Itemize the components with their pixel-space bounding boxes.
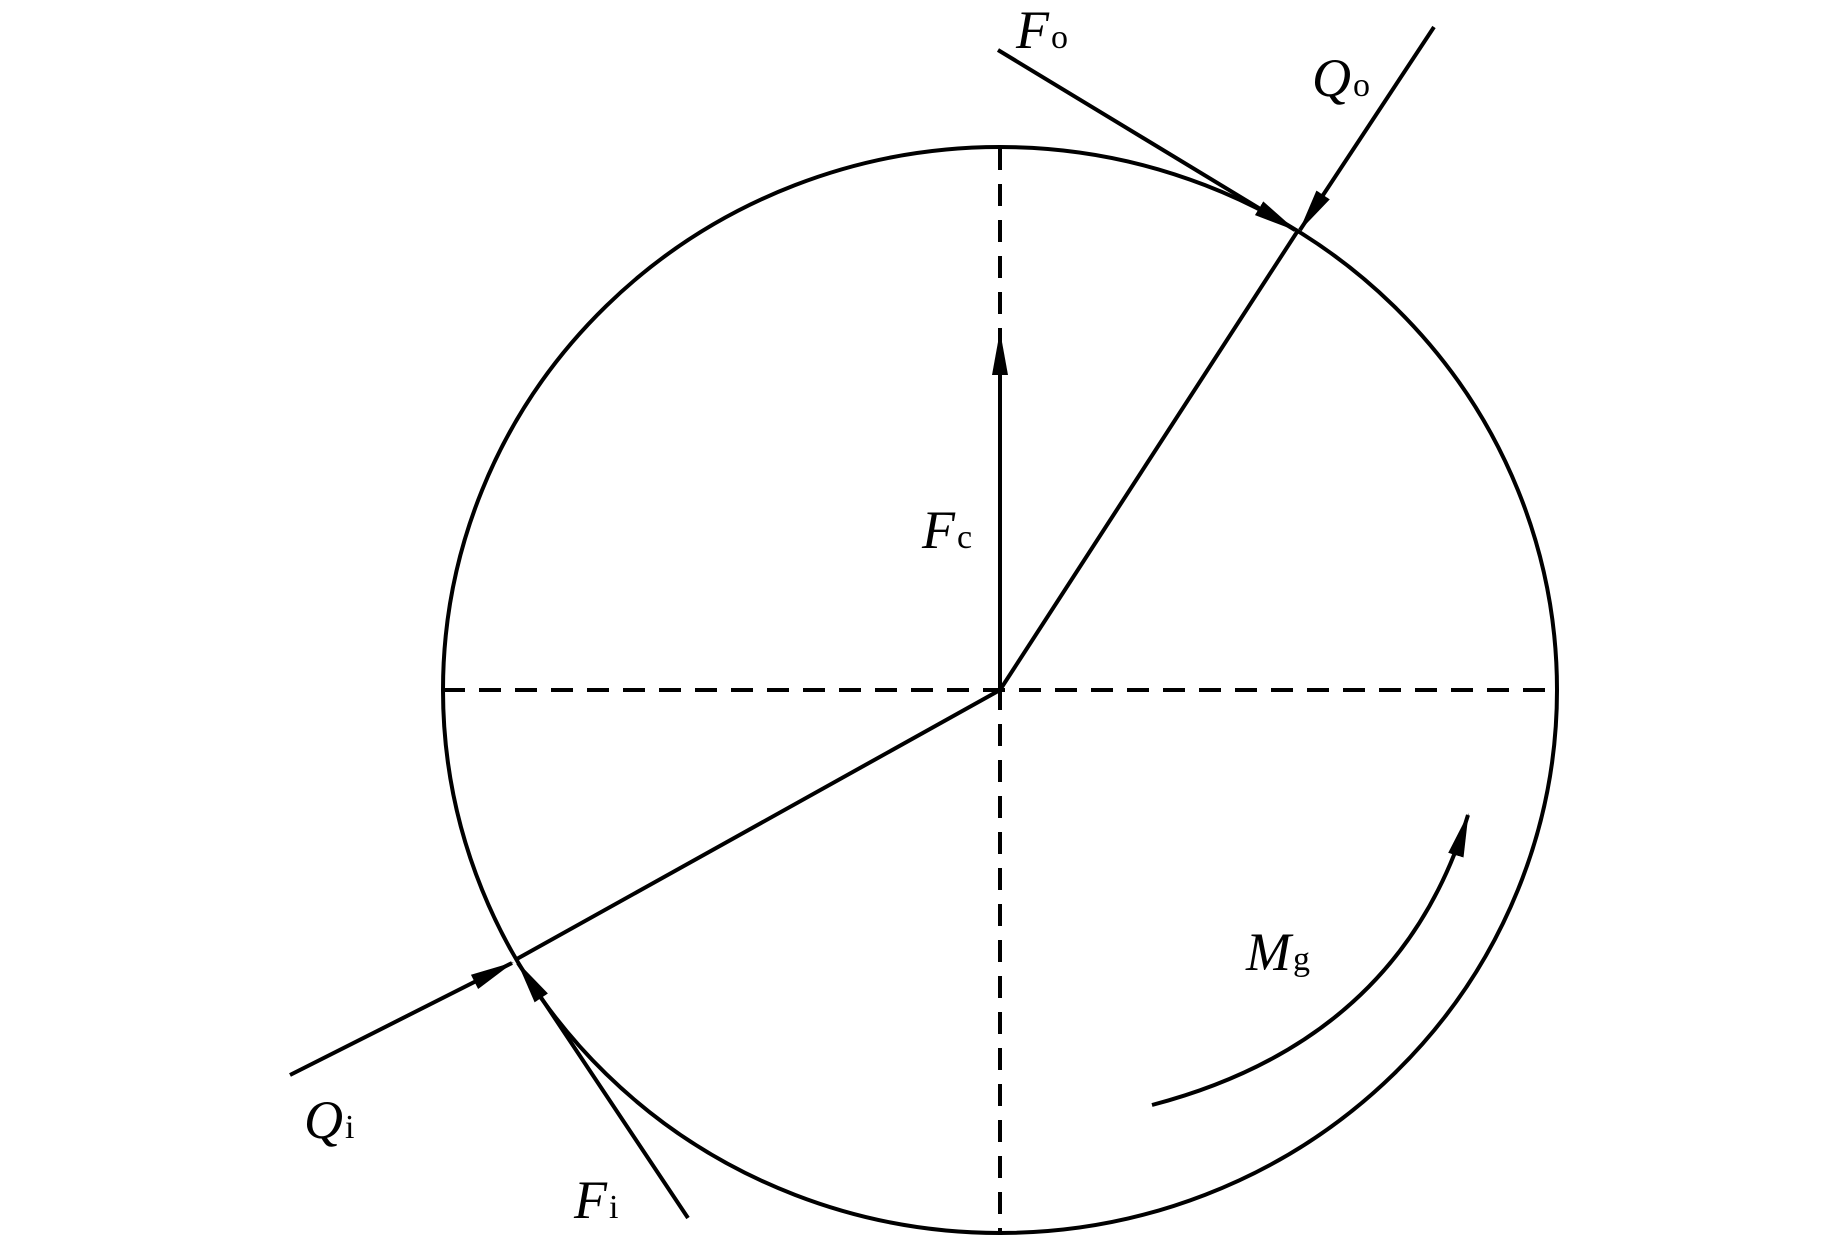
outer-contact-line [998,230,1299,692]
label-qo-main: Q [1312,48,1351,108]
fo-arrow [996,48,1297,232]
label-fc: Fc [921,500,972,560]
qo-arrow [1298,25,1436,232]
label-fi: Fi [573,1170,618,1230]
label-mg-main: M [1245,922,1294,982]
mg-moment-arrow [1151,813,1470,1107]
label-fo-sub: o [1051,19,1068,56]
label-fi-main: F [573,1170,608,1230]
label-qi-sub: i [345,1109,354,1146]
label-mg-sub: g [1293,941,1310,978]
qi-arrow [289,961,514,1077]
label-fo-main: F [1015,0,1050,60]
label-fc-main: F [921,500,956,560]
label-qi: Qi [304,1090,354,1150]
label-mg: Mg [1245,922,1310,982]
label-qo-sub: o [1353,67,1370,104]
fi-arrow [516,961,690,1220]
label-qo: Qo [1312,48,1370,108]
label-qi-main: Q [304,1090,343,1150]
label-fo: Fo [1015,0,1068,60]
inner-contact-line [514,688,1001,962]
label-fi-sub: i [609,1189,618,1226]
label-fc-sub: c [957,519,972,556]
